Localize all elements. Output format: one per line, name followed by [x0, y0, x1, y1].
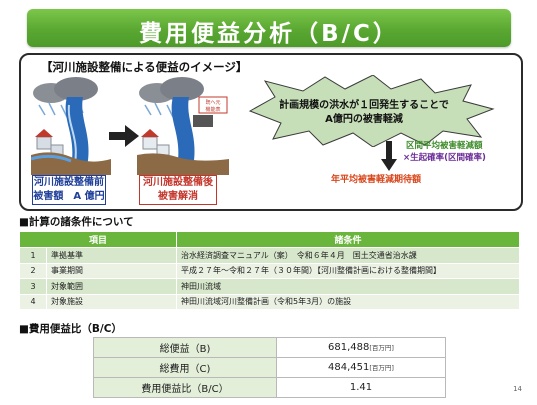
before-label-line1: 河川施設整備前: [34, 177, 104, 188]
flood-before-illustration: [31, 77, 111, 175]
row-item: 対象施設: [46, 293, 177, 310]
starburst-line2: A億円の被害軽減: [325, 114, 403, 125]
row-value: 神田川流域河川整備計画（令和5年3月）の施設: [176, 293, 520, 310]
row-value: 神田川流域: [176, 278, 520, 295]
ratio-label: 総便益（B): [93, 337, 277, 358]
header-item: 項目: [19, 231, 177, 248]
ratio-value: 1.41: [349, 382, 373, 393]
conditions-header-row: 項目 諸条件: [19, 231, 520, 248]
down-arrow-icon: [381, 141, 397, 171]
table-row: 2 事業期間 平成２７年～令和２７年（３０年間）【河川整備計画における整備期間】: [19, 262, 520, 279]
note-average-reduction: 区間平均被害軽減額: [406, 141, 483, 151]
ratio-section-title: ■費用便益比（B/C）: [19, 323, 122, 335]
ratio-label: 総費用（C): [93, 357, 277, 378]
benefit-image-panel: 【河川施設整備による便益のイメージ】 既ヘ元 機能表 河川施設整備前 被害額 A…: [19, 53, 523, 211]
starburst-line1: 計画規模の洪水が１回発生することで: [279, 100, 449, 111]
ratio-row-benefit: 総便益（B) 681,488[百万円]: [93, 337, 446, 358]
before-label: 河川施設整備前 被害額 A 億円: [32, 175, 106, 205]
after-label-line2: 被害解消: [158, 191, 198, 202]
ratio-value-cell: 1.41: [276, 377, 446, 398]
starburst-shape: [248, 75, 495, 147]
ratio-table: 総便益（B) 681,488[百万円] 総費用（C) 484,451[百万円] …: [93, 337, 446, 398]
row-number: 2: [19, 262, 47, 279]
conditions-section-title: ■計算の諸条件について: [19, 216, 134, 228]
row-number: 1: [19, 247, 47, 264]
table-row: 3 対象範囲 神田川流域: [19, 278, 520, 295]
right-arrow-icon: [109, 125, 139, 147]
page-number: 14: [513, 385, 522, 393]
page-title: 費用便益分析（B/C）: [139, 21, 399, 47]
row-item: 準拠基準: [46, 247, 177, 264]
sign-line2: 機能表: [205, 106, 220, 113]
flood-after-illustration: 既ヘ元 機能表: [137, 77, 229, 175]
note-probability: ×生起確率(区間確率): [403, 153, 486, 163]
after-label-line1: 河川施設整備後: [143, 177, 213, 188]
starburst-text: 計画規模の洪水が１回発生することで A億円の被害軽減: [269, 99, 459, 127]
image-caption: 【河川施設整備による便益のイメージ】: [41, 60, 248, 74]
before-label-line2: 被害額 A 億円: [33, 191, 105, 202]
ratio-value-cell: 681,488[百万円]: [276, 337, 446, 358]
row-value: 平成２７年～令和２７年（３０年間）【河川整備計画における整備期間】: [176, 262, 520, 279]
sign-line1: 既ヘ元: [205, 100, 220, 106]
ratio-unit: [百万円]: [369, 344, 394, 352]
row-number: 3: [19, 278, 47, 295]
ratio-unit: [百万円]: [369, 364, 394, 372]
conditions-table: 項目 諸条件 1 準拠基準 治水経済調査マニュアル（案） 令和６年４月 国土交通…: [19, 231, 520, 310]
title-banner: 費用便益分析（B/C）: [27, 9, 511, 47]
row-item: 事業期間: [46, 262, 177, 279]
header-conditions: 諸条件: [176, 231, 520, 248]
ratio-row-bc: 費用便益比（B/C） 1.41: [93, 377, 446, 398]
table-row: 4 対象施設 神田川流域河川整備計画（令和5年3月）の施設: [19, 293, 520, 310]
ratio-value-cell: 484,451[百万円]: [276, 357, 446, 378]
row-number: 4: [19, 293, 47, 310]
table-row: 1 準拠基準 治水経済調査マニュアル（案） 令和６年４月 国土交通省治水課: [19, 247, 520, 264]
ratio-value: 681,488: [328, 342, 370, 353]
row-item: 対象範囲: [46, 278, 177, 295]
after-label: 河川施設整備後 被害解消: [139, 175, 217, 205]
note-annual-expected: 年平均被害軽減期待額: [331, 175, 422, 185]
row-value: 治水経済調査マニュアル（案） 令和６年４月 国土交通省治水課: [176, 247, 520, 264]
ratio-label: 費用便益比（B/C）: [93, 377, 277, 398]
ratio-value: 484,451: [328, 362, 370, 373]
ratio-row-cost: 総費用（C) 484,451[百万円]: [93, 357, 446, 378]
